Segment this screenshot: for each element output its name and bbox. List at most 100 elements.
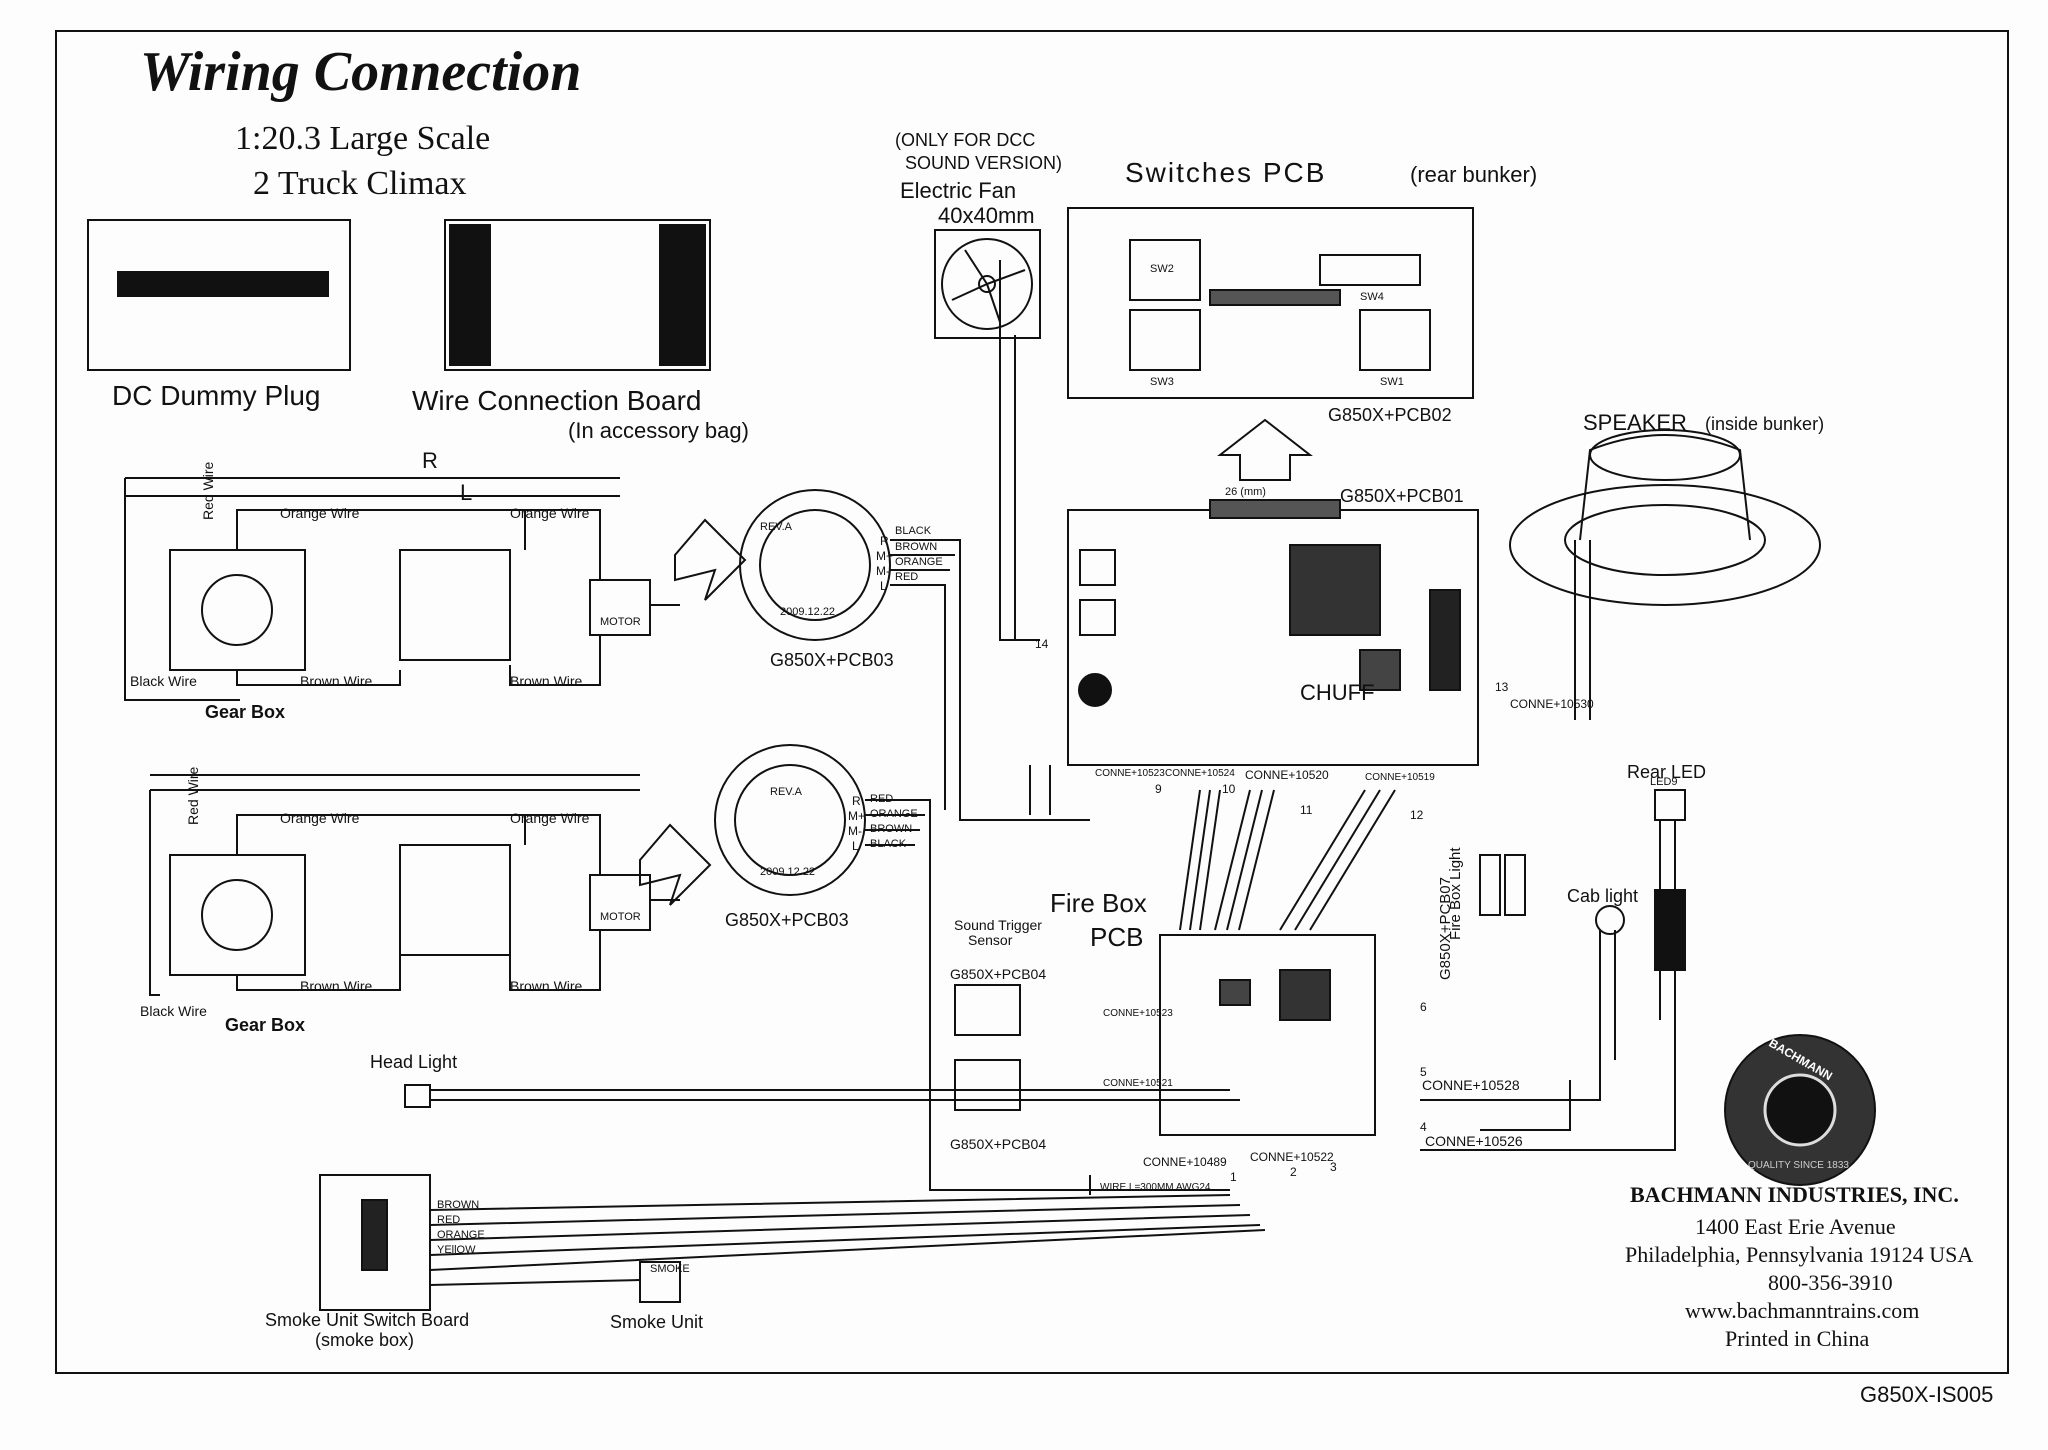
company-address-1: 1400 East Erie Avenue — [1695, 1214, 1896, 1239]
connector-11-num: 11 — [1300, 803, 1313, 817]
black-wire-label: Black Wire — [130, 673, 197, 689]
label-brown-top: BROWN — [895, 541, 937, 553]
wire-connection-board-note: (In accessory bag) — [568, 418, 749, 443]
rear-led-label: Rear LED — [1627, 762, 1707, 782]
pcb03-top-disc — [739, 489, 891, 641]
speaker-label: SPEAKER — [1583, 410, 1687, 435]
company-name: BACHMANN INDUSTRIES, INC. — [1630, 1182, 1959, 1207]
pcb04-bottom-label: G850X+PCB04 — [950, 1136, 1047, 1152]
page-title: Wiring Connection — [140, 41, 582, 103]
sensor-board-1 — [954, 984, 1021, 1036]
connector-8-part: CONNE+10521 — [1103, 1078, 1173, 1089]
connector-4-part: CONNE+10526 — [1425, 1133, 1523, 1149]
head-light-led — [404, 1084, 431, 1108]
gear-box-bottom — [169, 854, 306, 976]
label-smoke-brown: BROWN — [437, 1199, 479, 1211]
fire-box-pcb — [1159, 934, 1376, 1136]
red-wire-label-2: Red Wire — [185, 766, 201, 825]
wire-connection-board — [444, 219, 711, 371]
label-pcb03-date-bottom: 2009.12.22 — [760, 866, 815, 878]
connector-2-part: CONNE+10522 — [1250, 1150, 1334, 1164]
main-pcb01 — [1067, 509, 1479, 766]
label-led9: LED9 — [1650, 776, 1678, 788]
dc-dummy-plug-board — [87, 219, 351, 371]
logo-subtext: QUALITY SINCE 1833 — [1748, 1160, 1849, 1171]
label-sw3: SW3 — [1150, 376, 1174, 388]
pin-mplus-bottom: M+ — [848, 809, 865, 823]
label-smoke-yellow: YEllOW — [437, 1244, 476, 1256]
connector-10-part: CONNE+10524 — [1165, 768, 1235, 779]
label-smoke: SMOKE — [650, 1263, 690, 1275]
label-sw2: SW2 — [1150, 263, 1174, 275]
fire-box-label-2: PCB — [1090, 922, 1144, 952]
connector-7-part: CONNE+10523 — [1103, 1008, 1173, 1019]
connector-1-num: 1 — [1230, 1170, 1237, 1184]
label-orange-bottom: ORANGE — [870, 808, 918, 820]
switches-pcb-note: (rear bunker) — [1410, 162, 1538, 187]
smoke-switch-board — [319, 1174, 431, 1311]
company-address-2: Philadelphia, Pennsylvania 19124 USA — [1625, 1242, 1974, 1267]
label-pcb03-rev-bottom: REV.A — [770, 786, 803, 798]
connector-1-note: WIRE L=300MM AWG24 — [1100, 1182, 1211, 1193]
company-origin: Printed in China — [1725, 1326, 1870, 1351]
label-red-bottom: RED — [870, 793, 893, 805]
motor-board-bottom — [399, 844, 511, 956]
pin-r-top: R — [880, 534, 889, 548]
label-black-bottom: BLACK — [870, 838, 907, 850]
connector-4-num: 4 — [1420, 1120, 1427, 1134]
connector-2-num: 2 — [1290, 1165, 1297, 1179]
pcb04-top-label: G850X+PCB04 — [950, 966, 1047, 982]
orange-wire-label-4: Orange Wire — [510, 810, 590, 826]
switches-pcb — [1067, 207, 1474, 399]
scale-label: 1:20.3 Large Scale — [235, 120, 491, 157]
brown-wire-label-1: Brown Wire — [300, 673, 373, 689]
pcb03-top-label: G850X+PCB03 — [770, 650, 894, 670]
connector-13-part: CONNE+10530 — [1510, 697, 1594, 711]
main-pcb-label: G850X+PCB01 — [1340, 486, 1464, 506]
brown-wire-label-2: Brown Wire — [510, 673, 583, 689]
label-smoke-orange: ORANGE — [437, 1229, 485, 1241]
sheet-border — [55, 30, 2009, 1374]
rail-r-label: R — [422, 448, 438, 473]
sound-trigger-label-1: Sound Trigger — [954, 917, 1042, 933]
connector-14-num: 14 — [1035, 637, 1049, 651]
company-phone: 800-356-3910 — [1768, 1270, 1893, 1295]
dc-dummy-plug-label: DC Dummy Plug — [112, 380, 321, 411]
label-sw1: SW1 — [1380, 376, 1404, 388]
label-fire-box-part: G850X+PCB07 — [1437, 877, 1454, 980]
gear-box-top — [169, 549, 306, 671]
fan-title: Electric Fan — [900, 178, 1017, 203]
smoke-board-label-1: Smoke Unit Switch Board — [265, 1310, 470, 1330]
label-pcb03-date-top: 2009.12.22 — [780, 606, 835, 618]
motor-bottom — [589, 874, 651, 931]
gear-box-bottom-label: Gear Box — [225, 1015, 306, 1035]
speaker-cone — [1509, 484, 1821, 606]
connector-13-num: 13 — [1495, 680, 1509, 694]
switches-pcb-part: G850X+PCB02 — [1328, 405, 1452, 425]
pin-l-bottom: L — [852, 839, 859, 853]
pin-r-bottom: R — [852, 794, 861, 808]
speaker-note: (inside bunker) — [1705, 414, 1825, 434]
connector-3-num: 3 — [1330, 1160, 1337, 1174]
connector-6-num: 6 — [1420, 1000, 1427, 1014]
connector-9-num: 9 — [1155, 782, 1162, 796]
cab-light-label: Cab light — [1567, 886, 1639, 906]
label-smoke-red: RED — [437, 1214, 460, 1226]
label-motor-top: MOTOR — [600, 616, 641, 628]
brown-wire-label-4: Brown Wire — [510, 978, 583, 994]
cab-light — [1595, 905, 1625, 935]
rear-led — [1654, 789, 1686, 821]
head-light-label: Head Light — [370, 1052, 458, 1072]
connector-12-part: CONNE+10519 — [1365, 772, 1435, 783]
pcb03-bottom-label: G850X+PCB03 — [725, 910, 849, 930]
label-black-top: BLACK — [895, 525, 932, 537]
orange-wire-label-2: Orange Wire — [510, 505, 590, 521]
motor-top — [589, 579, 651, 636]
label-pcb03-rev-top: REV.A — [760, 521, 793, 533]
connector-10-num: 10 — [1222, 782, 1236, 796]
switches-pcb-label: Switches PCB — [1125, 157, 1327, 188]
label-motor-bottom: MOTOR — [600, 911, 641, 923]
label-brown-bottom: BROWN — [870, 823, 912, 835]
fire-box-label-1: Fire Box — [1050, 888, 1147, 918]
